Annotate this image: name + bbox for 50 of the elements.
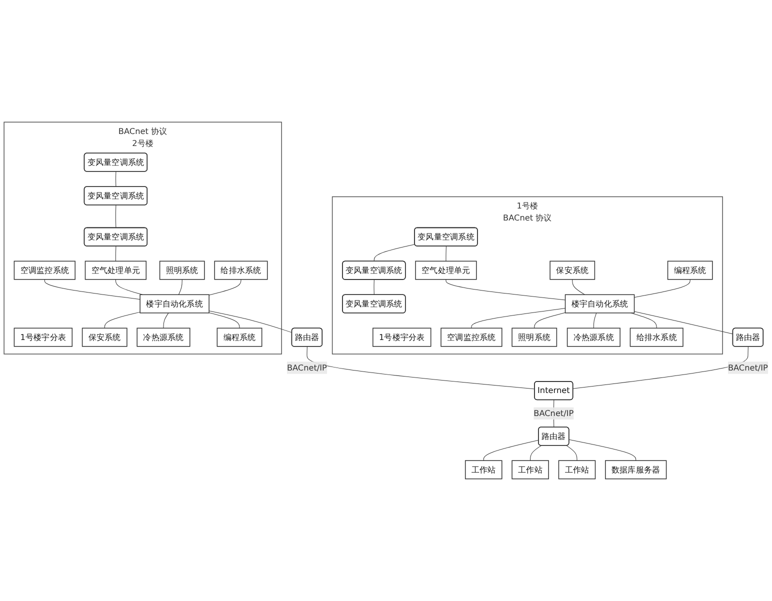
- connector: [566, 445, 578, 461]
- connector: [634, 279, 690, 298]
- node-box: 给排水系统: [214, 260, 268, 280]
- node-box: 给排水系统: [630, 328, 684, 347]
- node-box: 数据库服务器: [605, 460, 667, 480]
- connector: [44, 279, 140, 300]
- node-box: 工作站: [512, 460, 549, 480]
- connector: [115, 246, 116, 262]
- node-box: 工作站: [558, 460, 596, 480]
- connector: [208, 279, 242, 296]
- node-box: 冷热源系统: [566, 328, 620, 347]
- connector: [446, 279, 566, 300]
- node-box: 照明系统: [512, 328, 558, 347]
- connector: [530, 445, 542, 461]
- connector: [104, 312, 140, 328]
- connector: [178, 279, 182, 295]
- connector: [568, 439, 636, 461]
- connector: [634, 311, 734, 334]
- connector: [115, 204, 116, 228]
- connector: [208, 312, 240, 328]
- edge-label: BACnet/IP: [286, 362, 327, 372]
- node-box: 编程系统: [667, 260, 713, 280]
- connector: [306, 346, 535, 390]
- edge-label: BACnet/IP: [534, 408, 574, 418]
- node-box: 空气处理单元: [84, 260, 147, 280]
- connector: [630, 312, 657, 328]
- node-box: 保安系统: [82, 328, 128, 347]
- node-box: 楼宇自动化系统: [564, 294, 635, 314]
- edge-label: BACnet/IP: [728, 362, 768, 372]
- connector: [208, 310, 292, 333]
- node-box: 1号楼宇分表: [14, 328, 73, 347]
- connector: [471, 308, 566, 328]
- connector: [593, 312, 597, 328]
- node-box: 工作站: [464, 460, 502, 480]
- node-box: 空调监控系统: [440, 328, 502, 347]
- connector: [534, 312, 566, 328]
- connector: [572, 346, 748, 389]
- node-box: 冷热源系统: [136, 328, 190, 347]
- connector: [572, 279, 586, 295]
- node-box: 空气处理单元: [415, 260, 477, 280]
- node-box: 编程系统: [216, 328, 262, 347]
- node-box: 1号楼宇分表: [372, 328, 432, 347]
- connector: [163, 312, 169, 328]
- connector: [115, 279, 143, 295]
- node-box: 保安系统: [550, 260, 596, 280]
- node-box: 楼宇自动化系统: [140, 294, 210, 314]
- node-box: 空调监控系统: [14, 260, 76, 280]
- node-box: 照明系统: [159, 260, 205, 280]
- connector: [483, 440, 539, 461]
- connector: [374, 244, 416, 262]
